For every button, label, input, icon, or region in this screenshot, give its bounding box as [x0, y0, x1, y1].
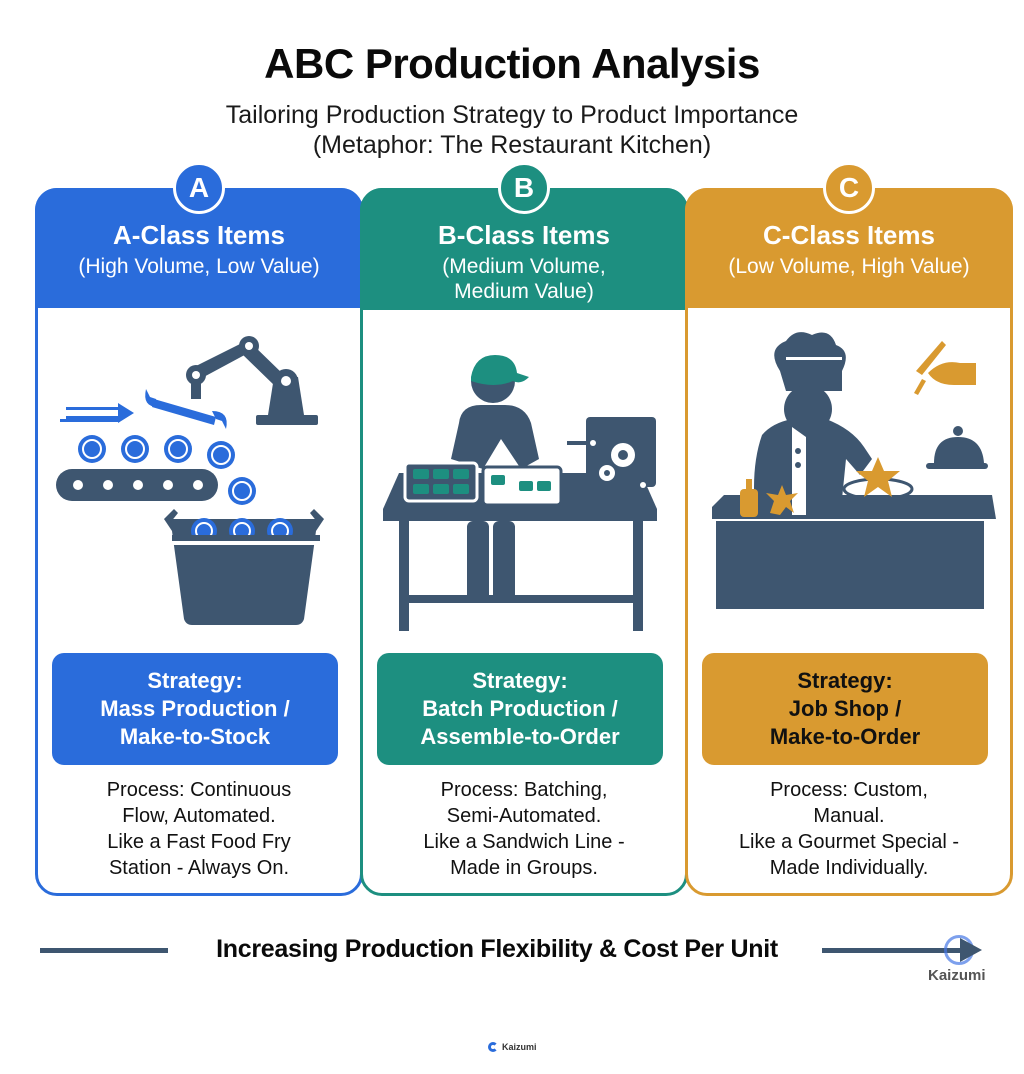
axis-line-left	[40, 948, 168, 953]
chef-plating-icon	[712, 332, 996, 609]
arrow-right-icon	[960, 938, 982, 962]
process-c-line: Like a Gourmet Special -	[738, 831, 960, 853]
page-subtitle: Tailoring Production Strategy to Product…	[0, 100, 1024, 160]
card-b-class: B B-Class Items (Medium Volume, Medium V…	[360, 162, 688, 896]
strategy-a: Strategy: Mass Production / Make-to-Stoc…	[52, 653, 338, 765]
badge-c: C	[823, 162, 875, 214]
process-c-line: Manual.	[813, 805, 885, 827]
strategy-c: Strategy: Job Shop / Make-to-Order	[702, 653, 988, 765]
card-b-header: B B-Class Items (Medium Volume, Medium V…	[360, 162, 688, 310]
kaizumi-logo-icon	[488, 1042, 498, 1052]
process-a-line: Station - Always On.	[108, 857, 290, 879]
flexibility-axis: Increasing Production Flexibility & Cost…	[0, 935, 1024, 975]
page-title: ABC Production Analysis	[264, 40, 760, 87]
watermark-text: Kaizumi	[928, 967, 986, 984]
strategy-a-line: Make-to-Stock	[119, 724, 271, 749]
strategy-c-label: Strategy:	[797, 668, 893, 693]
card-a-subtitle-line: (High Volume, Low Value)	[78, 255, 320, 278]
process-b-line: Like a Sandwich Line -	[423, 831, 625, 853]
footer-logo: Kaizumi	[488, 1042, 537, 1052]
strategy-a-line: Mass Production /	[100, 696, 290, 721]
card-c-subtitle-line: (Low Volume, High Value)	[728, 255, 970, 278]
process-a-line: Process: Continuous	[106, 779, 292, 801]
badge-b: B	[498, 162, 550, 214]
strategy-c-line: Make-to-Order	[769, 724, 921, 749]
strategy-c-line: Job Shop /	[788, 696, 902, 721]
subtitle-line-1: Tailoring Production Strategy to Product…	[225, 101, 799, 129]
process-b-line: Process: Batching,	[440, 779, 608, 801]
card-c-header: C C-Class Items (Low Volume, High Value)	[685, 162, 1013, 308]
process-a-line: Like a Fast Food Fry	[107, 831, 291, 853]
subtitle-line-2: (Metaphor: The Restaurant Kitchen)	[312, 131, 712, 159]
strategy-b-line: Assemble-to-Order	[420, 724, 620, 749]
robot-arm-conveyor-icon	[56, 336, 326, 625]
card-a-title: A-Class Items	[113, 220, 285, 250]
process-c-line: Process: Custom,	[770, 779, 928, 801]
process-b-line: Semi-Automated.	[446, 805, 602, 827]
axis-label: Increasing Production Flexibility & Cost…	[216, 935, 778, 963]
card-c-title: C-Class Items	[763, 220, 935, 250]
card-b-subtitle-line: (Medium Volume,	[442, 255, 606, 278]
process-b: Process: Batching, Semi-Automated. Like …	[363, 777, 685, 881]
card-b-subtitle-line: Medium Value)	[454, 280, 594, 303]
badge-a: A	[173, 162, 225, 214]
worker-batch-table-icon	[383, 355, 657, 631]
footer-logo-text: Kaizumi	[502, 1042, 537, 1052]
process-c-line: Made Individually.	[769, 857, 929, 879]
process-c: Process: Custom, Manual. Like a Gourmet …	[688, 777, 1010, 881]
strategy-b-label: Strategy:	[472, 668, 568, 693]
card-c-subtitle: (Low Volume, High Value)	[685, 254, 1013, 279]
card-a-class: A A-Class Items (High Volume, Low Value)	[35, 162, 363, 896]
strategy-b-line: Batch Production /	[422, 696, 618, 721]
card-a-subtitle: (High Volume, Low Value)	[35, 254, 363, 279]
process-a: Process: Continuous Flow, Automated. Lik…	[38, 777, 360, 881]
strategy-a-label: Strategy:	[147, 668, 243, 693]
axis-line-right	[822, 948, 962, 953]
card-c-class: C C-Class Items (Low Volume, High Value)	[685, 162, 1013, 896]
process-a-line: Flow, Automated.	[122, 805, 276, 827]
process-b-line: Made in Groups.	[450, 857, 598, 879]
card-b-subtitle: (Medium Volume, Medium Value)	[360, 254, 688, 304]
strategy-b: Strategy: Batch Production / Assemble-to…	[377, 653, 663, 765]
card-b-title: B-Class Items	[438, 220, 610, 250]
card-a-header: A A-Class Items (High Volume, Low Value)	[35, 162, 363, 308]
